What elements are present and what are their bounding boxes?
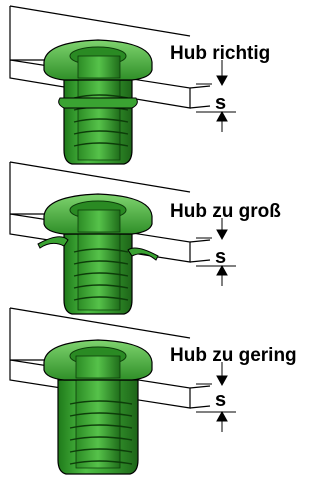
panel-1 — [9, 5, 236, 165]
caption-hub-richtig: Hub richtig — [170, 43, 271, 64]
dimension-s-1 — [196, 60, 236, 132]
rivet-nut-1 — [43, 39, 153, 165]
panel-3 — [9, 307, 236, 475]
gap-label-s: s — [215, 92, 227, 114]
panel-2 — [9, 161, 236, 315]
caption-hub-zu-gross: Hub zu groß — [170, 201, 281, 222]
rivet-nut-2 — [37, 193, 159, 315]
rivet-nut-3 — [43, 339, 153, 475]
gap-label-s: s — [215, 246, 227, 268]
sheet-plate-1 — [9, 5, 211, 109]
dimension-s-3 — [196, 362, 236, 432]
gap-label-s: s — [215, 389, 227, 411]
caption-hub-zu-gering: Hub zu gering — [170, 345, 297, 366]
dimension-s-2 — [196, 218, 236, 286]
sheet-plate-2 — [9, 161, 211, 263]
